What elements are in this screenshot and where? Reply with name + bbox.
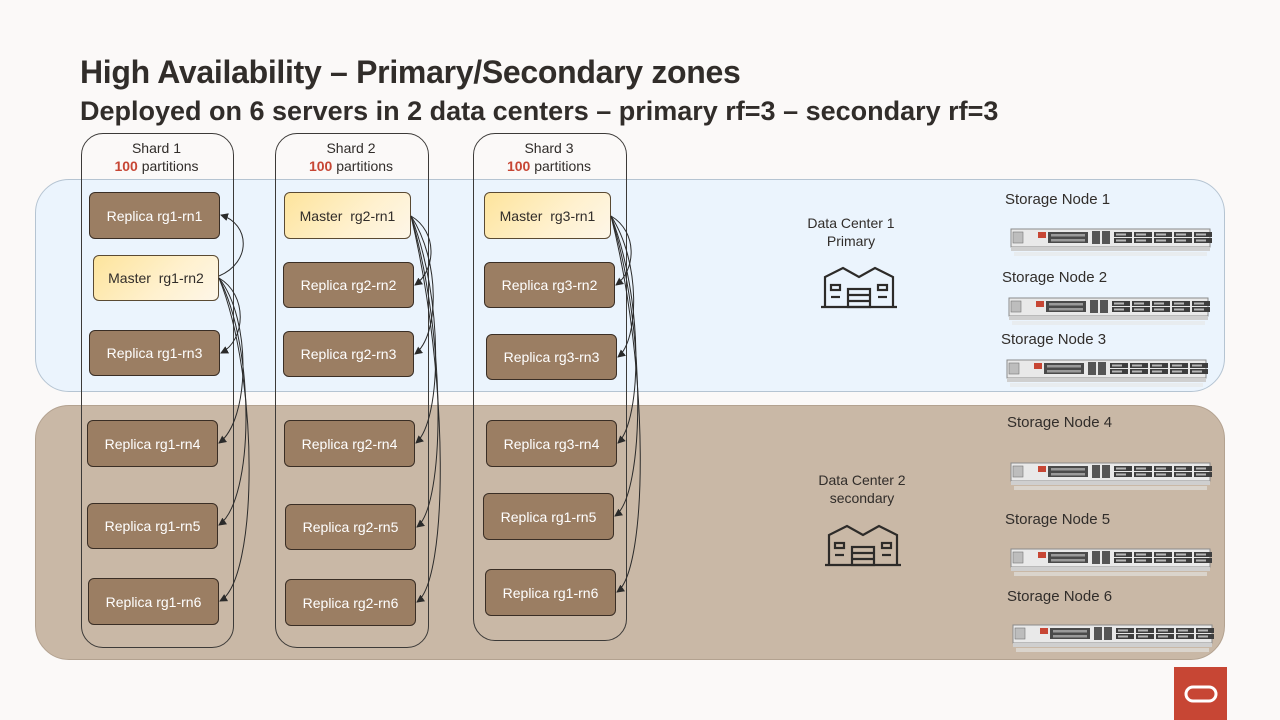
arrow-rg3-rn1-to-rn3 <box>610 215 635 358</box>
shard-3-name: Shard 3 <box>524 140 574 156</box>
node-rg1-rn6-shard3[interactable]: Replica rg1-rn6 <box>485 569 616 616</box>
page-title: High Availability – Primary/Secondary zo… <box>80 54 741 90</box>
node-rg1-rn3[interactable]: Replica rg1-rn3 <box>89 330 220 376</box>
data-center-2-label: Data Center 2 secondary <box>797 471 927 507</box>
arrow-rg2-rn1-to-rn2 <box>410 215 432 286</box>
storage-node-4-label: Storage Node 4 <box>1007 414 1113 431</box>
building-icon <box>825 524 901 567</box>
shard-2-name: Shard 2 <box>326 140 376 156</box>
shard-2-column <box>275 133 429 648</box>
data-center-1-name: Data Center 1 <box>807 215 895 231</box>
page-subtitle: Deployed on 6 servers in 2 data centers … <box>80 96 999 126</box>
shard-1-partitions: 100 partitions <box>114 158 199 174</box>
server-icon <box>1010 548 1212 576</box>
arrow-rg3-rn1-to-rn2 <box>610 215 632 286</box>
node-rg1-rn1[interactable]: Replica rg1-rn1 <box>89 192 220 239</box>
node-rg2-rn4[interactable]: Replica rg2-rn4 <box>284 420 415 467</box>
data-center-2-name: Data Center 2 <box>818 472 906 488</box>
server-icon <box>1008 297 1210 325</box>
shard-1-column <box>81 133 234 648</box>
arrow-rg1-rn2-to-rn5 <box>218 277 247 526</box>
shard-2-header: Shard 2 100 partitions <box>275 139 427 175</box>
node-rg1-rn4[interactable]: Replica rg1-rn4 <box>87 420 218 467</box>
node-rg2-rn1[interactable]: Master rg2-rn1 <box>284 192 411 239</box>
shard-3-partitions: 100 partitions <box>506 158 592 174</box>
arrow-rg2-rn1-to-rn4 <box>410 215 437 444</box>
server-icon <box>1012 624 1214 652</box>
node-rg2-rn2[interactable]: Replica rg2-rn2 <box>283 262 414 308</box>
shard-1-header: Shard 1 100 partitions <box>81 139 232 175</box>
node-rg1-rn6[interactable]: Replica rg1-rn6 <box>88 578 219 625</box>
node-rg1-rn5[interactable]: Replica rg1-rn5 <box>87 503 218 549</box>
node-rg1-rn2[interactable]: Master rg1-rn2 <box>93 255 219 301</box>
arrow-rg1-rn2-to-rn4 <box>218 277 244 444</box>
server-icon <box>1010 462 1212 490</box>
node-rg3-rn2[interactable]: Replica rg3-rn2 <box>484 262 615 308</box>
data-center-1-label: Data Center 1 Primary <box>786 214 916 250</box>
arrow-rg1-rn2-to-rn6 <box>218 277 250 602</box>
shard-1-name: Shard 1 <box>131 140 182 156</box>
arrow-rg2-rn1-to-rn6 <box>410 215 441 603</box>
shard-2-partitions: 100 partitions <box>308 158 394 174</box>
node-rg2-rn3[interactable]: Replica rg2-rn3 <box>283 331 414 377</box>
building-icon <box>821 266 897 309</box>
server-icon <box>1010 228 1212 256</box>
storage-node-1-label: Storage Node 1 <box>1005 191 1111 208</box>
storage-node-3-label: Storage Node 3 <box>1001 331 1107 348</box>
node-rg3-rn4[interactable]: Replica rg3-rn4 <box>486 420 617 467</box>
arrow-rg3-rn1-to-rn5 <box>610 215 639 517</box>
storage-node-5-label: Storage Node 5 <box>1005 511 1111 528</box>
data-center-2-role: secondary <box>829 490 895 506</box>
node-rg2-rn6[interactable]: Replica rg2-rn6 <box>285 579 416 626</box>
node-rg1-rn5-shard3[interactable]: Replica rg1-rn5 <box>483 493 614 540</box>
oracle-logo <box>1174 667 1227 720</box>
shard-3-header: Shard 3 100 partitions <box>473 139 625 175</box>
storage-node-2-label: Storage Node 2 <box>1002 269 1108 286</box>
storage-node-6-label: Storage Node 6 <box>1007 588 1113 605</box>
arrow-rg2-rn1-to-rn3 <box>410 215 434 355</box>
node-rg2-rn5[interactable]: Replica rg2-rn5 <box>285 504 416 550</box>
shard-3-column <box>473 133 627 641</box>
data-center-1-role: Primary <box>826 233 876 249</box>
arrow-rg1-rn2-to-rn3 <box>218 277 241 354</box>
arrow-rg1-rn2-to-rn1 <box>218 213 244 277</box>
node-rg3-rn1[interactable]: Master rg3-rn1 <box>484 192 611 239</box>
server-icon <box>1006 359 1208 387</box>
node-rg3-rn3[interactable]: Replica rg3-rn3 <box>486 334 617 380</box>
arrow-rg2-rn1-to-rn5 <box>410 215 439 528</box>
arrow-rg3-rn1-to-rn6 <box>610 215 641 593</box>
